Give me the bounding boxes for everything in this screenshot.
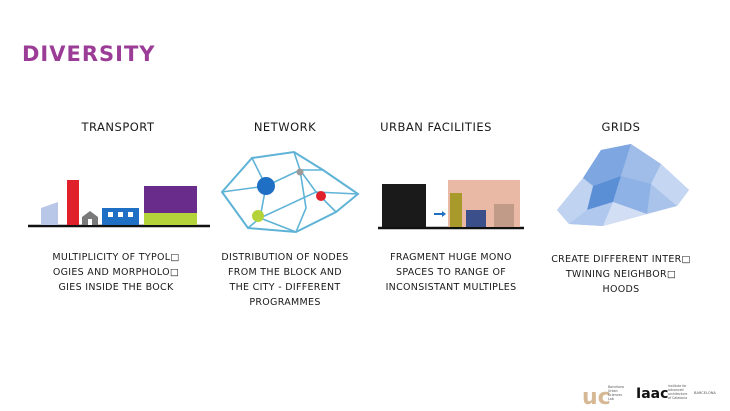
iaac-caption-2: advanced [668,388,684,392]
text-line: THE CITY - DIFFERENT [229,282,341,293]
ucl-caption-3: Sciences [608,393,622,397]
grids-illustration [557,144,689,226]
footer-logos: uc Barcelona Urban Sciences Lab Iaac ins… [582,384,716,408]
urban-facilities-illustration [378,180,524,230]
ucl-caption-2: Urban [608,389,618,393]
iaac-city: BARCELONA [694,391,716,395]
text-urban-facilities: FRAGMENT HUGE MONO SPACES TO RANGE OF IN… [366,250,536,295]
slide-title: DIVERSITY [22,42,156,66]
iaac-logo: Iaac institute for advanced architecture… [636,384,716,402]
heading-network: NETWORK [253,120,317,134]
network-illustration [220,150,360,234]
text-grids: CREATE DIFFERENT INTER□ TWINING NEIGHBOR… [536,252,706,297]
heading-transport: TRANSPORT [81,120,155,134]
text-line: HOODS [602,284,640,295]
iaac-caption-1: institute for [668,384,687,388]
text-line: MULTIPLICITY OF TYPOL□ [52,252,180,263]
text-line: TWINING NEIGHBOR□ [565,269,677,280]
text-network: DISTRIBUTION OF NODES FROM THE BLOCK AND… [200,250,370,310]
heading-urban-facilities: URBAN FACILITIES [380,120,492,134]
transport-illustration [28,180,210,228]
ucl-caption-1: Barcelona [608,385,624,389]
text-line: GIES INSIDE THE BOCK [58,282,174,293]
text-line: DISTRIBUTION OF NODES [221,252,349,263]
text-line: CREATE DIFFERENT INTER□ [551,254,691,265]
text-line: FROM THE BLOCK AND [228,267,342,278]
iaac-caption-3: architecture [668,392,687,396]
iaac-caption-4: of Catalonia [668,396,687,400]
ucl-logo-mark: uc [582,385,611,408]
iaac-logo-mark: Iaac [636,386,668,402]
text-line: PROGRAMMES [249,297,321,308]
ucl-logo: uc Barcelona Urban Sciences Lab [582,385,624,408]
ucl-caption-4: Lab [608,397,614,401]
text-line: FRAGMENT HUGE MONO [390,252,512,263]
text-line: SPACES TO RANGE OF [395,267,507,278]
text-transport: MULTIPLICITY OF TYPOL□ OGIES AND MORPHOL… [31,250,201,295]
heading-grids: GRIDS [601,120,641,134]
text-line: INCONSISTANT MULTIPLES [385,282,517,293]
text-line: OGIES AND MORPHOLO□ [52,267,180,278]
